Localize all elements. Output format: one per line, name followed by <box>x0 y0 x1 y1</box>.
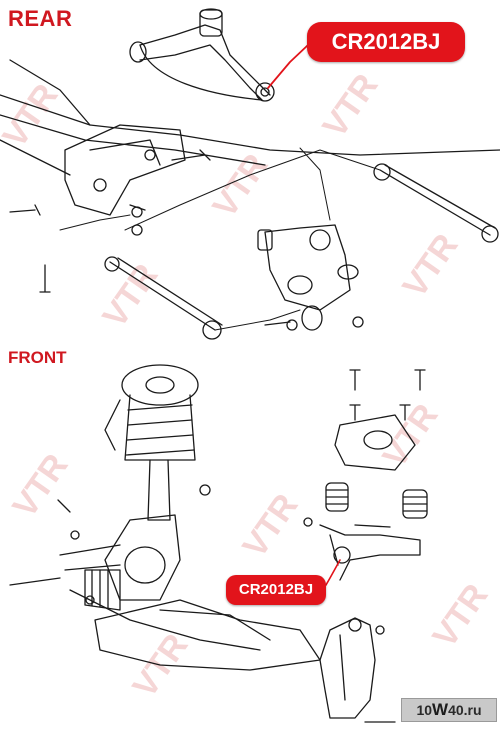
front-callout-leader <box>325 559 341 586</box>
front-assembly <box>9 364 428 723</box>
svg-text:VTR: VTR <box>95 257 165 334</box>
front-section-label: FRONT <box>8 348 67 367</box>
svg-text:VTR: VTR <box>235 487 305 564</box>
rear-section-label: REAR <box>8 6 73 31</box>
rear-lower-link <box>104 256 223 340</box>
front-strut <box>104 364 199 521</box>
rear-bolts <box>9 149 291 326</box>
site-logo-prefix: 10 <box>416 702 433 718</box>
rear-subframe-bracket <box>64 124 186 216</box>
front-lower-arm <box>94 599 321 671</box>
front-nuts <box>70 484 211 605</box>
svg-text:VTR: VTR <box>375 397 445 474</box>
rear-brake-line <box>59 147 381 331</box>
svg-text:VTR: VTR <box>5 447 75 524</box>
site-logo-letter: W <box>432 700 449 719</box>
front-bushings <box>325 482 428 519</box>
svg-text:VTR: VTR <box>425 577 495 654</box>
frame-rail <box>0 114 266 166</box>
rear-callout-leader <box>267 44 309 89</box>
front-part-number-badge: CR2012BJ <box>226 575 326 605</box>
rear-upper-control-arm <box>129 8 275 102</box>
front-upper-control-arm <box>303 517 421 581</box>
front-bolts <box>9 499 396 723</box>
frame-rail <box>0 139 71 176</box>
rear-assembly <box>0 8 500 340</box>
front-cv-boot <box>84 569 121 611</box>
front-upper-mount <box>334 369 426 471</box>
svg-text:VTR: VTR <box>315 67 385 144</box>
frame-rail <box>9 59 91 126</box>
front-lower-control-arm <box>319 617 385 719</box>
site-logo: 10W40.ru <box>401 698 497 722</box>
rear-lateral-link <box>373 163 499 243</box>
rear-part-number-badge: CR2012BJ <box>307 22 465 62</box>
rear-knuckle <box>257 224 359 331</box>
frame-rail <box>0 94 500 156</box>
svg-text:VTR: VTR <box>0 77 66 154</box>
svg-text:VTR: VTR <box>205 147 275 224</box>
rear-nuts <box>131 206 364 331</box>
svg-text:VTR: VTR <box>395 227 465 304</box>
site-logo-suffix: 40.ru <box>448 702 482 718</box>
